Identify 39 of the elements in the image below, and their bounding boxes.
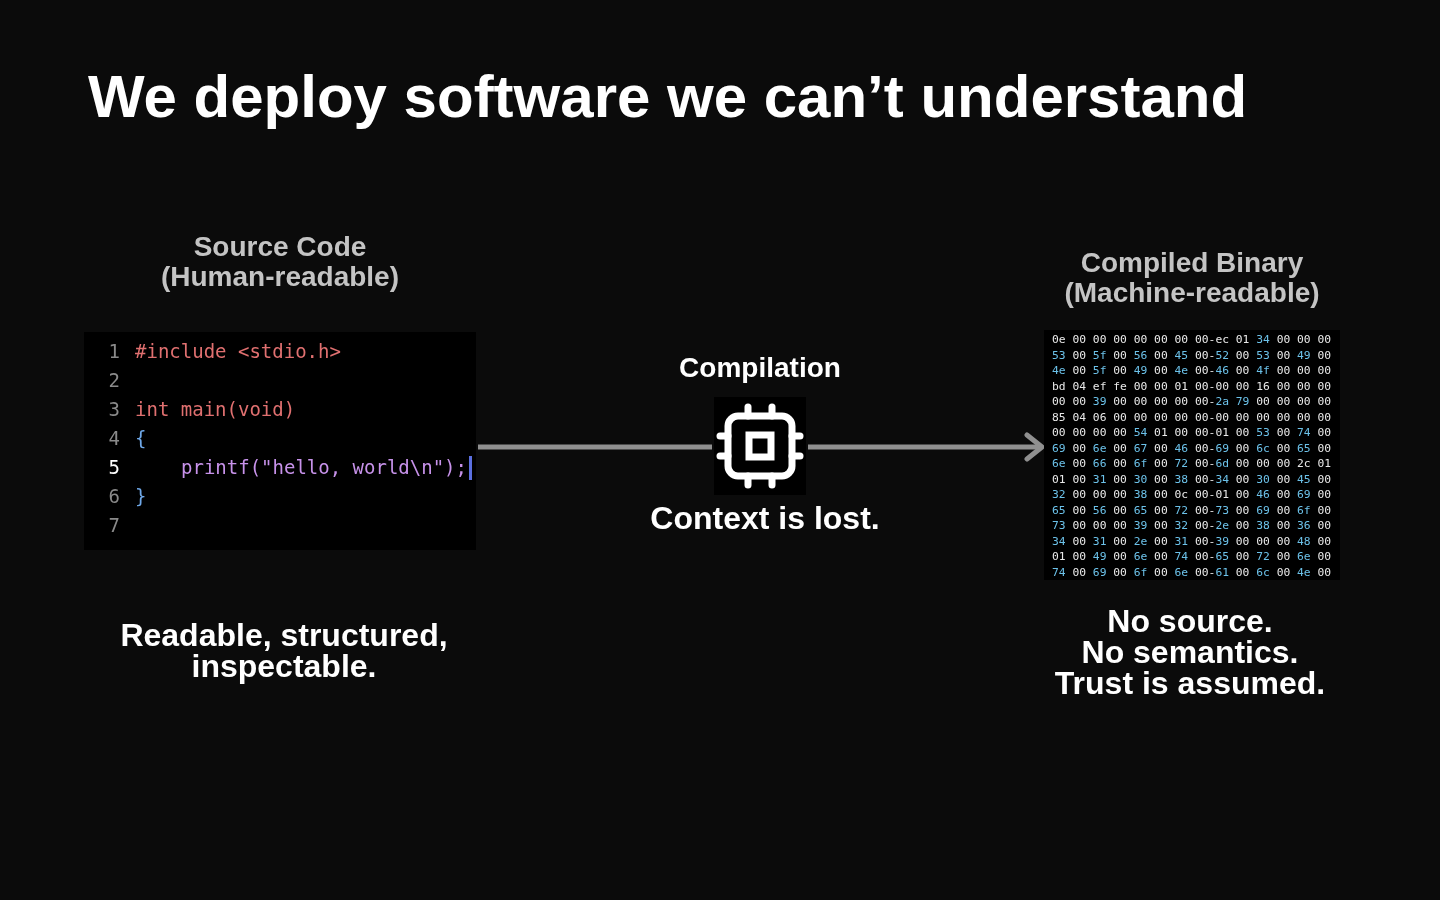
- node-label: No semantics.: [1080, 637, 1300, 668]
- hex-line: 74 00 69 00 6f 00 6e 00-61 00 6c 00 4e 00: [1052, 564, 1332, 580]
- hex-line: 00 00 39 00 00 00 00 00-2a 79 00 00 00 00: [1052, 394, 1332, 409]
- connector-line: [478, 444, 712, 450]
- hex-line: 00 00 00 00 54 01 00 00-01 00 53 00 74 00: [1052, 425, 1332, 440]
- node-label: Compilation: [678, 352, 842, 384]
- hex-line: 01 00 31 00 30 00 38 00-34 00 30 00 45 00: [1052, 471, 1332, 487]
- code-line: {: [135, 426, 147, 451]
- hex-line: 73 00 00 00 39 00 32 00-2e 00 38 00 36 00: [1052, 518, 1332, 533]
- arrow: [808, 432, 1045, 462]
- line-number: 1: [107, 339, 120, 364]
- line-number: 5: [107, 455, 120, 480]
- hex-line: 01 00 49 00 6e 00 74 00-65 00 72 00 6e 00: [1052, 549, 1332, 564]
- hex-line: bd 04 ef fe 00 00 01 00-00 00 16 00 00 00: [1052, 378, 1332, 394]
- line-number: 6: [107, 484, 120, 509]
- panel-heading: Compiled Binary (Machine-readable): [1063, 248, 1321, 308]
- hex-line: 32 00 00 00 38 00 0c 00-01 00 46 00 69 00: [1052, 487, 1332, 502]
- hex-line: 53 00 5f 00 56 00 45 00-52 00 53 00 49 00: [1052, 347, 1332, 363]
- slide-title: We deploy software we can’t understand: [88, 62, 1248, 131]
- line-number: 7: [107, 513, 120, 538]
- hex-line: 0e 00 00 00 00 00 00 00-ec 01 34 00 00 00: [1052, 332, 1332, 347]
- code-line: printf("hello, world\n");: [181, 455, 467, 480]
- hex-line: 34 00 31 00 2e 00 31 00-39 00 00 00 48 00: [1052, 533, 1332, 549]
- hex-line: 4e 00 5f 00 49 00 4e 00-46 00 4f 00 00 00: [1052, 363, 1332, 378]
- code-line: #include <stdio.h>: [135, 339, 341, 364]
- hex-line: 69 00 6e 00 67 00 46 00-69 00 6c 00 65 00: [1052, 440, 1332, 456]
- line-number: 2: [107, 368, 120, 393]
- hex-line: 85 04 06 00 00 00 00 00-00 00 00 00 00 00: [1052, 409, 1332, 425]
- panel-heading: Source Code (Human-readable): [159, 232, 400, 292]
- hex-line: 6e 00 66 00 6f 00 72 00-6d 00 00 00 2c 01: [1052, 456, 1332, 471]
- node-label: Context is lost.: [649, 500, 881, 537]
- line-number: 4: [107, 426, 120, 451]
- hex-line: 65 00 56 00 65 00 72 00-73 00 69 00 6f 00: [1052, 502, 1332, 518]
- node-label: No source.: [1106, 606, 1274, 637]
- code-line: }: [135, 484, 147, 509]
- node-label: Trust is assumed.: [1053, 668, 1327, 699]
- line-number: 3: [107, 397, 120, 422]
- node-label: Readable, structured, inspectable.: [119, 620, 449, 682]
- code-line: int main(void): [135, 397, 296, 422]
